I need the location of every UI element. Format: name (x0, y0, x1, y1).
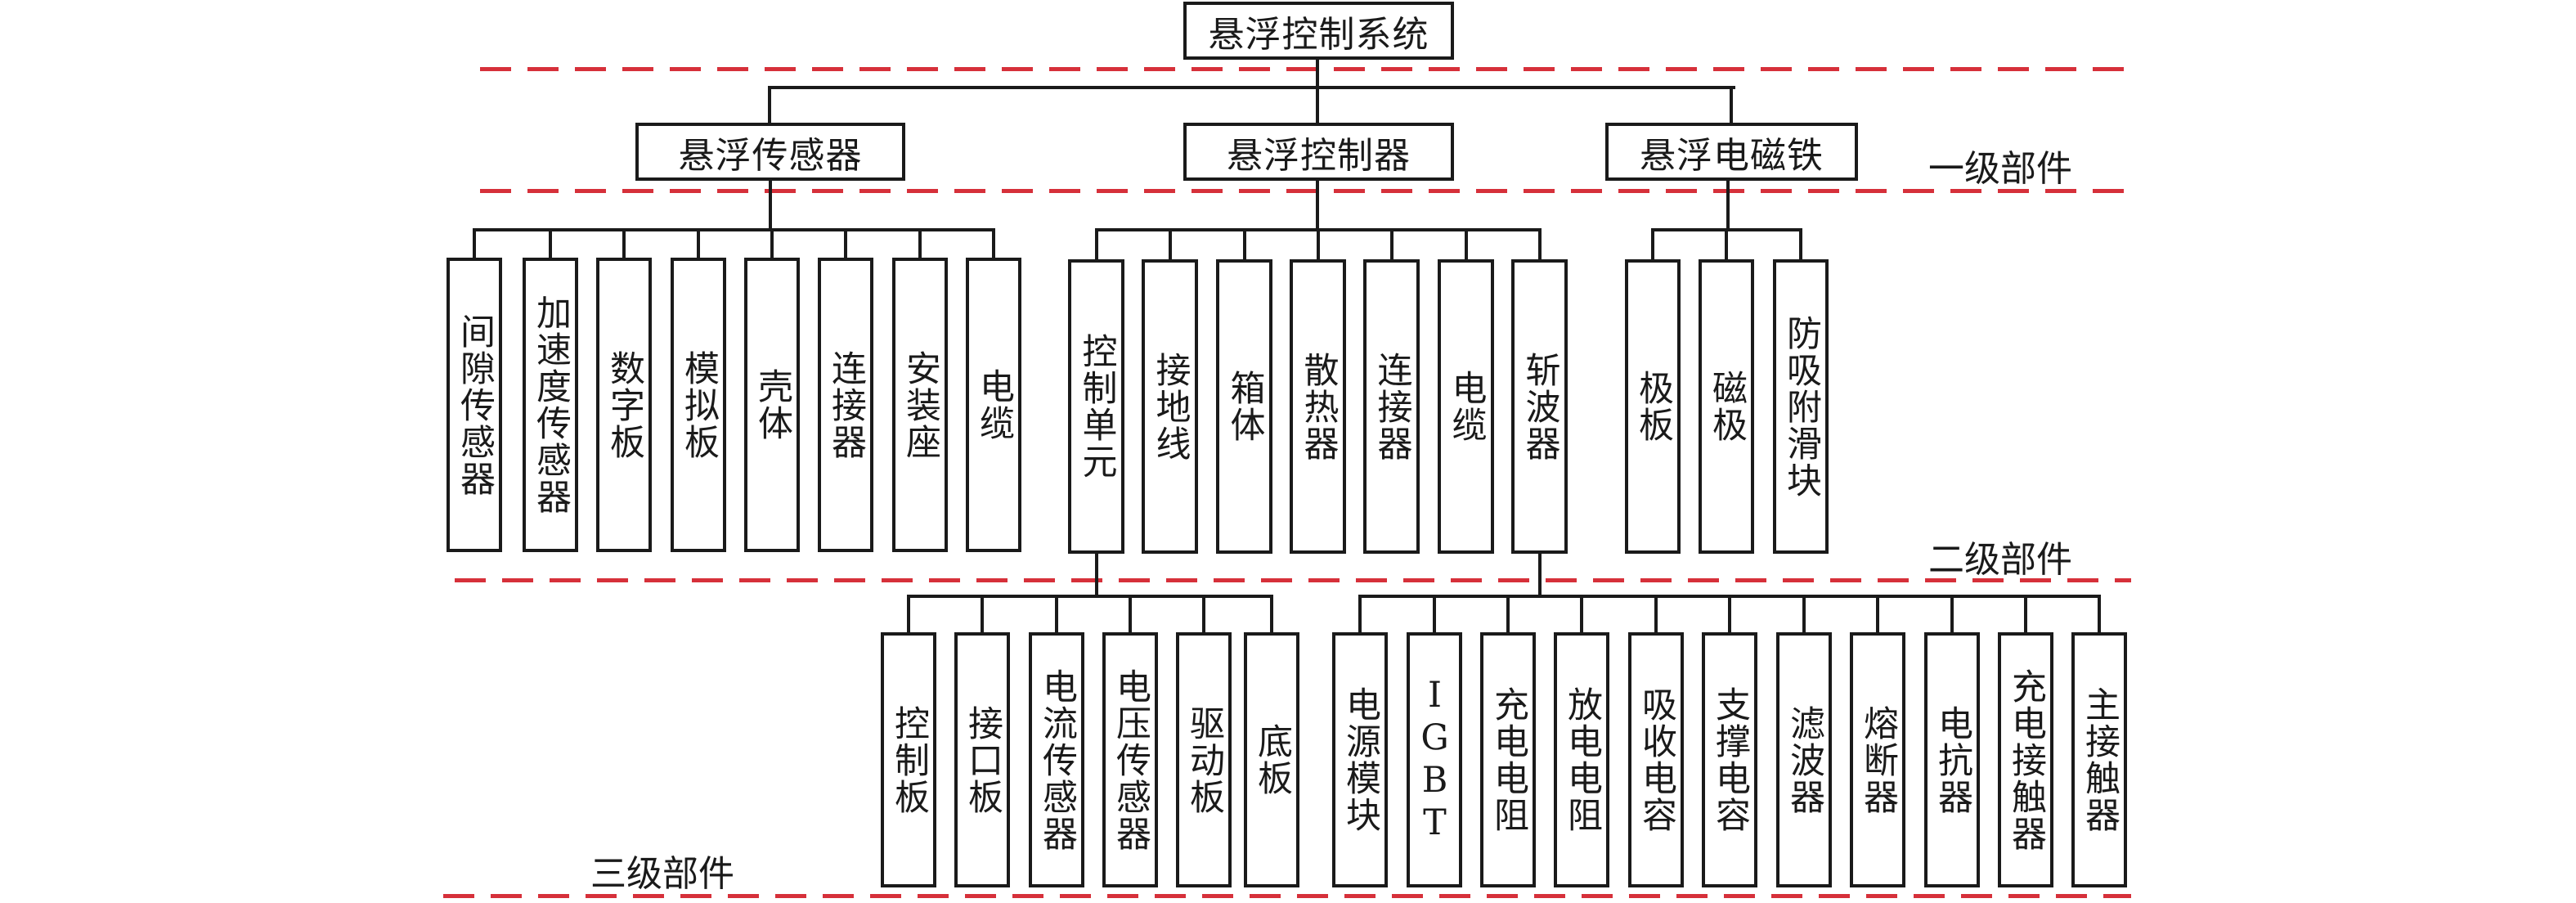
electromagnet-part-node: 极板 (1625, 259, 1681, 554)
divider-root (480, 67, 2125, 71)
sensor-part-node: 壳体 (744, 258, 800, 552)
chopper-part-node: 充电电阻 (1480, 632, 1536, 887)
connector (1433, 596, 1436, 632)
chopper-part-node: 电源模块 (1332, 632, 1388, 887)
connector (1725, 230, 1728, 259)
controller-part-node: 连接器 (1363, 259, 1420, 554)
connector (1242, 230, 1246, 259)
connector (992, 230, 995, 258)
chopper-part-node: 放电电阻 (1554, 632, 1609, 887)
control-unit-part-node: 电流传感器 (1029, 632, 1084, 887)
connector (981, 596, 984, 632)
controller-part-node: 控制单元 (1068, 259, 1124, 554)
control-unit-part-node: 底板 (1244, 632, 1299, 887)
level1-label: 一级部件 (1928, 148, 2072, 190)
connector (1316, 181, 1319, 230)
connector (1202, 596, 1205, 632)
chopper-part-node: 充电接触器 (1998, 632, 2053, 887)
connector (1389, 230, 1393, 259)
connector (1316, 60, 1319, 123)
sensor-part-node: 间隙传感器 (447, 258, 502, 552)
connector (1129, 596, 1132, 632)
controller-part-node: 斩波器 (1511, 259, 1568, 554)
electromagnet-part-node: 磁极 (1699, 259, 1754, 554)
connector (769, 181, 772, 230)
control-unit-part-node: 接口板 (954, 632, 1010, 887)
sensor-part-node: 数字板 (596, 258, 652, 552)
connector (1358, 596, 1362, 632)
chopper-part-node: 主接触器 (2071, 632, 2127, 887)
divider-level2 (455, 578, 2131, 582)
connector (1055, 596, 1058, 632)
connector (1950, 596, 1954, 632)
connector (1537, 554, 1542, 596)
level3-label: 三级部件 (590, 853, 734, 895)
controller-part-node: 散热器 (1290, 259, 1346, 554)
connector (622, 230, 626, 258)
node-levitation-electromagnet: 悬浮电磁铁 (1605, 123, 1858, 181)
connector (918, 230, 922, 258)
connector (1802, 596, 1806, 632)
controller-part-node: 箱体 (1216, 259, 1272, 554)
sensor-part-node: 安装座 (892, 258, 948, 552)
electromagnet-part-node: 防吸附滑块 (1773, 259, 1829, 554)
chopper-part-node: 吸收电容 (1628, 632, 1684, 887)
control-unit-part-node: 驱动板 (1176, 632, 1232, 887)
connector (473, 230, 476, 258)
connector (1094, 230, 1098, 259)
connector (1316, 230, 1320, 259)
controller-part-node: 电缆 (1438, 259, 1494, 554)
control-unit-part-node: 控制板 (881, 632, 936, 887)
connector (2098, 596, 2101, 632)
connector (1654, 596, 1658, 632)
connector (768, 86, 1735, 89)
connector (844, 230, 847, 258)
connector (1730, 86, 1733, 123)
chopper-part-node: 支撑电容 (1702, 632, 1757, 887)
root-node: 悬浮控制系统 (1183, 2, 1454, 60)
connector (907, 596, 910, 632)
connector (697, 230, 700, 258)
connector (549, 230, 552, 258)
sensor-part-node: 模拟板 (671, 258, 726, 552)
connector (1580, 596, 1583, 632)
chopper-part-node: 滤波器 (1776, 632, 1832, 887)
connector (1799, 230, 1802, 259)
connector (1464, 230, 1468, 259)
node-levitation-controller: 悬浮控制器 (1183, 123, 1454, 181)
connector (1506, 596, 1510, 632)
node-levitation-sensor: 悬浮传感器 (635, 123, 905, 181)
connector (1168, 230, 1172, 259)
connector (1270, 596, 1273, 632)
sensor-part-node: 连接器 (818, 258, 873, 552)
connector (1726, 181, 1730, 230)
sensor-part-node: 加速度传感器 (523, 258, 578, 552)
chopper-part-node: 熔断器 (1850, 632, 1905, 887)
chopper-part-node: 电抗器 (1924, 632, 1980, 887)
level2-label: 二级部件 (1928, 539, 2072, 581)
connector (768, 86, 771, 123)
divider-level3 (443, 894, 2131, 898)
control-unit-part-node: 电压传感器 (1102, 632, 1158, 887)
connector (2024, 596, 2027, 632)
connector (473, 228, 995, 231)
chopper-part-node: IGBT (1407, 632, 1462, 887)
connector (1651, 230, 1654, 259)
connector (1537, 230, 1542, 259)
connector (1728, 596, 1731, 632)
connector (770, 230, 774, 258)
connector (1094, 554, 1098, 596)
connector (1876, 596, 1879, 632)
connector (907, 595, 1273, 598)
sensor-part-node: 电缆 (966, 258, 1021, 552)
divider-level1 (480, 189, 2125, 193)
controller-part-node: 接地线 (1142, 259, 1198, 554)
